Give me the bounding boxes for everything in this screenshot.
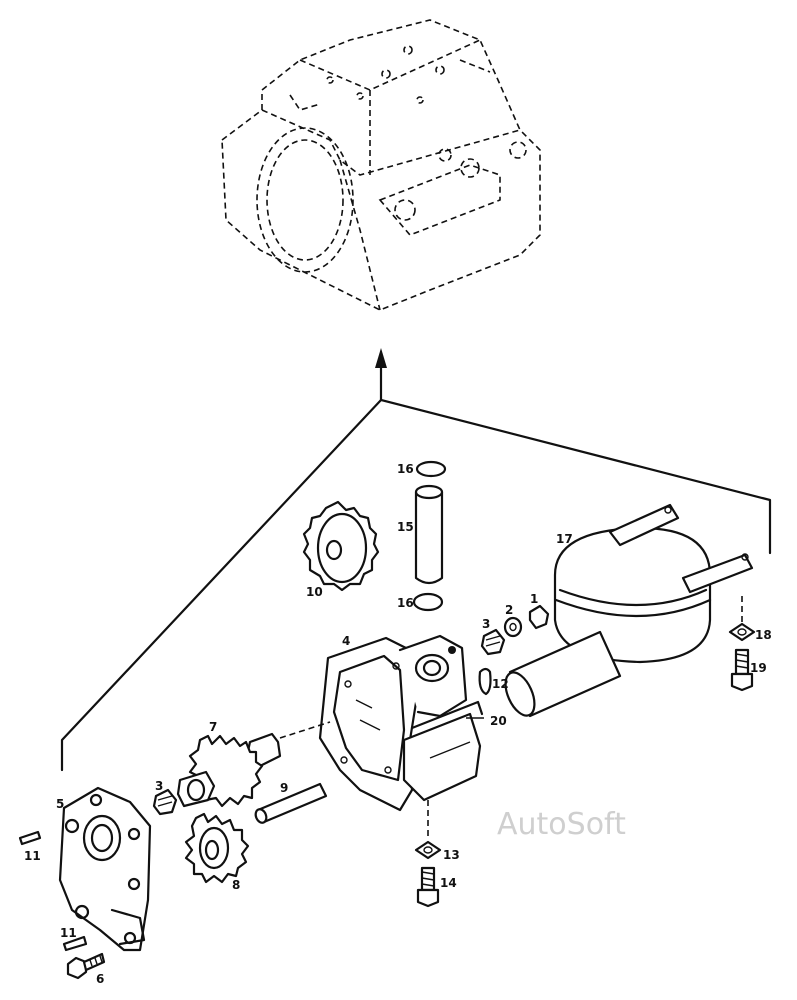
tube-sleeve xyxy=(414,484,444,585)
callout-1: 1 xyxy=(530,592,538,606)
callout-18: 18 xyxy=(755,628,772,642)
o-ring-top xyxy=(415,460,447,478)
watermark: AutoSoft xyxy=(497,807,626,842)
callout-11-upper: 11 xyxy=(24,849,41,863)
callout-4: 4 xyxy=(342,634,350,648)
dowel-pin-lower xyxy=(62,935,88,952)
callout-7: 7 xyxy=(209,720,217,734)
assembly-bracket-lines xyxy=(60,398,772,772)
callout-20: 20 xyxy=(490,714,507,728)
callout-10: 10 xyxy=(306,585,323,599)
clip-12 xyxy=(478,667,492,696)
needle-bearing-3-lower xyxy=(152,788,178,816)
callout-3-upper: 3 xyxy=(482,617,490,631)
nut-1 xyxy=(528,604,550,630)
callout-6: 6 xyxy=(96,972,104,986)
callout-17: 17 xyxy=(556,532,573,546)
idler-gear xyxy=(302,500,380,592)
bolt-19 xyxy=(730,648,754,692)
driven-gear xyxy=(184,812,250,884)
engine-block-phantom xyxy=(221,19,541,311)
bolt-6 xyxy=(66,952,106,980)
lock-washer-13 xyxy=(414,800,442,860)
callout-labels: 1 2 3 3 4 5 6 7 8 9 10 11 11 12 13 14 15… xyxy=(24,462,772,986)
callout-15: 15 xyxy=(397,520,414,534)
needle-bearing-3-upper xyxy=(480,628,506,656)
dowel-pin-upper xyxy=(18,830,42,846)
cover-plate xyxy=(58,786,152,952)
washer-2 xyxy=(503,616,523,638)
bolt-14 xyxy=(416,866,440,908)
pump-housing xyxy=(318,634,484,812)
callout-13: 13 xyxy=(443,848,460,862)
o-ring-bottom xyxy=(412,592,444,612)
callout-12: 12 xyxy=(492,677,509,691)
mounting-arrow xyxy=(375,348,387,402)
callout-19: 19 xyxy=(750,661,767,675)
callout-11-lower: 11 xyxy=(60,926,77,940)
drive-gear-shaft xyxy=(176,721,331,808)
callout-8: 8 xyxy=(232,878,240,892)
callout-9: 9 xyxy=(280,781,288,795)
callout-2: 2 xyxy=(505,603,513,617)
callout-5: 5 xyxy=(56,797,64,811)
callout-14: 14 xyxy=(440,876,457,890)
oil-strainer xyxy=(504,503,754,718)
callout-16-upper: 16 xyxy=(397,462,414,476)
callout-3-lower: 3 xyxy=(155,779,163,793)
callout-16-lower: 16 xyxy=(397,596,414,610)
pin-9 xyxy=(254,782,328,824)
lock-washer-18 xyxy=(728,596,756,642)
